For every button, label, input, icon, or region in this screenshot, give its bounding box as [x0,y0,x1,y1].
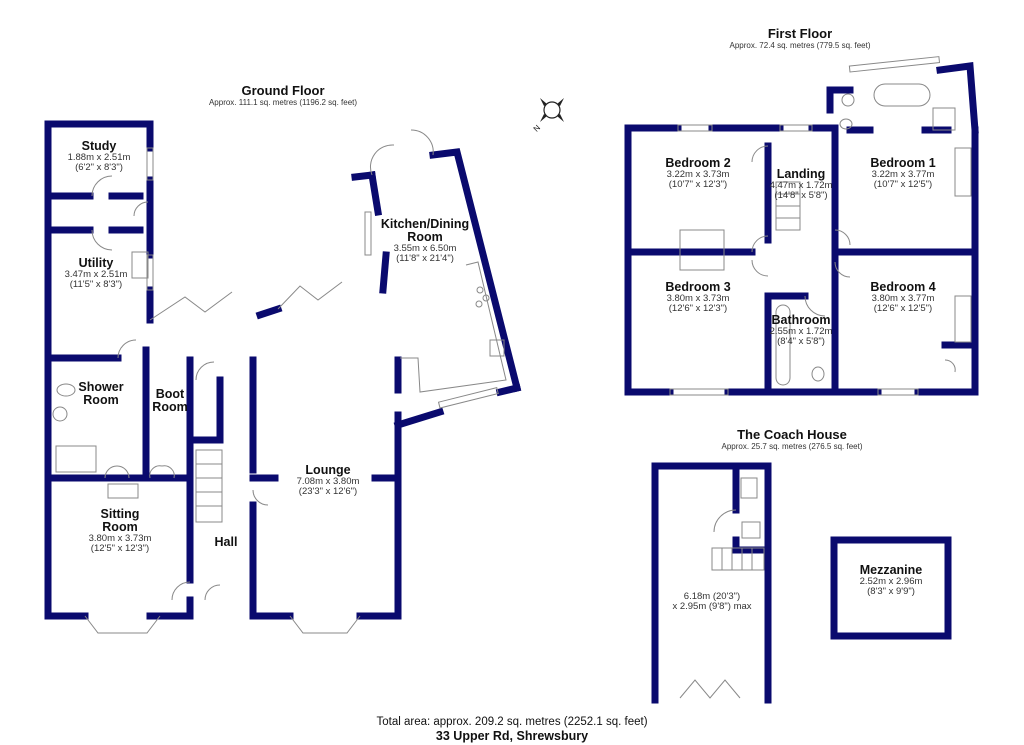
room-label-bathroom: Bathroom 2.55m x 1.72m (8'4" x 5'8") [769,313,833,348]
room-label-boot-room: Boot Room [152,387,188,415]
first-floor-title: First Floor Approx. 72.4 sq. metres (779… [729,26,871,50]
room-label-bedroom-4: Bedroom 4 3.80m x 3.77m (12'6" x 12'5") [870,280,936,315]
coach-house-walls [651,462,772,704]
room-label-mezzanine: Mezzanine 2.52m x 2.96m (8'3" x 9'9") [859,563,923,598]
room-label-bedroom-3: Bedroom 3 3.80m x 3.73m (12'6" x 12'3") [665,280,731,315]
footer: Total area: approx. 209.2 sq. metres (22… [376,716,647,743]
room-label-study: Study 1.88m x 2.51m (6'2" x 8'3") [67,139,131,174]
room-label-kitchen-dining: Kitchen/Dining Room 3.55m x 6.50m (11'8"… [380,217,470,265]
room-label-shower-room: Shower Room [78,380,124,408]
room-label-landing: Landing 4.47m x 1.72m (14'8" x 5'8") [769,167,833,202]
room-label-coach-house: 6.18m (20'3") x 2.95m (9'8") max [672,591,752,612]
room-label-bedroom-1: Bedroom 1 3.22m x 3.77m (10'7" x 12'5") [870,156,936,191]
room-label-utility: Utility 3.47m x 2.51m (11'5" x 8'3") [64,256,128,291]
compass-icon: N [530,90,574,139]
room-label-hall: Hall [214,535,238,549]
room-label-lounge: Lounge 7.08m x 3.80m (23'3" x 12'6") [296,463,360,498]
ground-floor-walls [44,120,522,620]
property-address: 33 Upper Rd, Shrewsbury [435,729,589,743]
ground-floor-title: Ground Floor Approx. 111.1 sq. metres (1… [208,83,358,107]
mezzanine-walls [830,536,952,640]
total-area: Total area: approx. 209.2 sq. metres (22… [376,716,648,728]
coach-house-title: The Coach House Approx. 25.7 sq. metres … [721,427,863,451]
room-label-bedroom-2: Bedroom 2 3.22m x 3.73m (10'7" x 12'3") [665,156,731,191]
room-label-sitting-room: Sitting Room 3.80m x 3.73m (12'5" x 12'3… [88,507,152,555]
